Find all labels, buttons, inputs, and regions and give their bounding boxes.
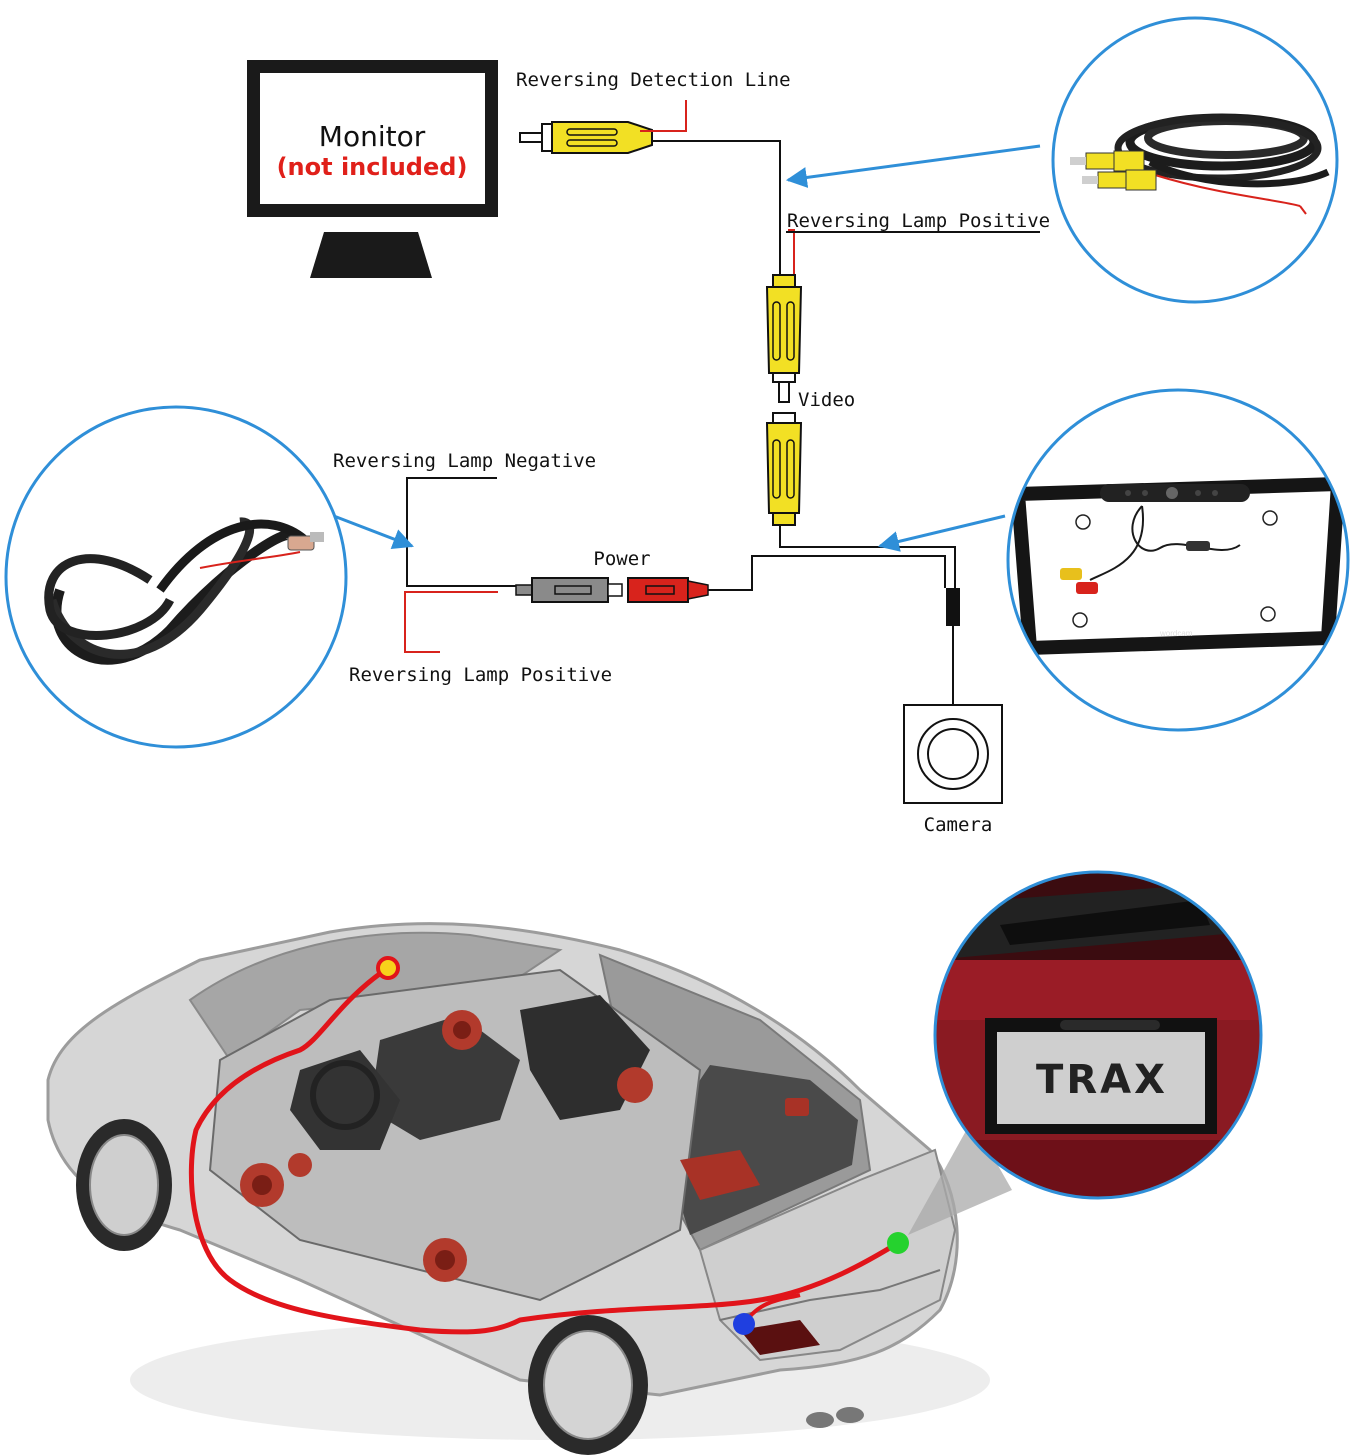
cable-junction — [946, 588, 960, 626]
marker-reverse-light — [733, 1313, 755, 1335]
camera-label: Camera — [924, 814, 993, 836]
reversing-lamp-positive-top-label: Reversing Lamp Positive — [787, 210, 1050, 232]
reversing-detection-line-label: Reversing Detection Line — [516, 69, 791, 91]
reversing-lamp-positive-bottom-label: Reversing Lamp Positive — [349, 664, 612, 686]
inset-power-cable — [4, 405, 348, 749]
video-cable-bottom — [779, 525, 956, 588]
frame-brand: wordcam — [1159, 629, 1193, 638]
power-connector-red — [627, 577, 709, 603]
marker-camera — [887, 1232, 909, 1254]
reversing-lamp-positive-bottom-wire — [404, 591, 498, 653]
reversing-lamp-negative-label: Reversing Lamp Negative — [333, 450, 596, 472]
power-label: Power — [593, 548, 650, 570]
power-cable-to-camera — [708, 555, 946, 591]
plate-text: TRAX — [1036, 1057, 1168, 1103]
monitor-note: (not included) — [277, 153, 468, 181]
callout-arrow-cable — [785, 144, 1041, 188]
rca-connector-monitor — [519, 121, 653, 154]
monitor-label: Monitor — [319, 120, 426, 153]
reversing-detection-wire — [640, 100, 687, 132]
rca-connector-video-lower — [765, 412, 803, 526]
rca-connector-video-upper — [765, 274, 803, 403]
video-label: Video — [798, 389, 855, 411]
marker-monitor — [376, 956, 400, 980]
inset-plate-frame: wordcam — [1006, 388, 1350, 732]
car-illustration — [46, 922, 990, 1455]
monitor-stand — [310, 232, 432, 278]
inset-rca-cable — [1051, 16, 1339, 304]
monitor: Monitor (not included) — [247, 60, 498, 278]
callout-arrow-frame — [877, 514, 1006, 552]
callout-arrow-power-cable — [325, 511, 414, 550]
wire-route — [188, 965, 900, 1335]
camera-icon — [903, 704, 1003, 804]
power-connector-gray — [515, 577, 623, 603]
video-cable-top — [652, 140, 781, 276]
reversing-lamp-negative-wire — [406, 477, 516, 587]
reversing-lamp-positive-top-wire — [788, 229, 795, 276]
